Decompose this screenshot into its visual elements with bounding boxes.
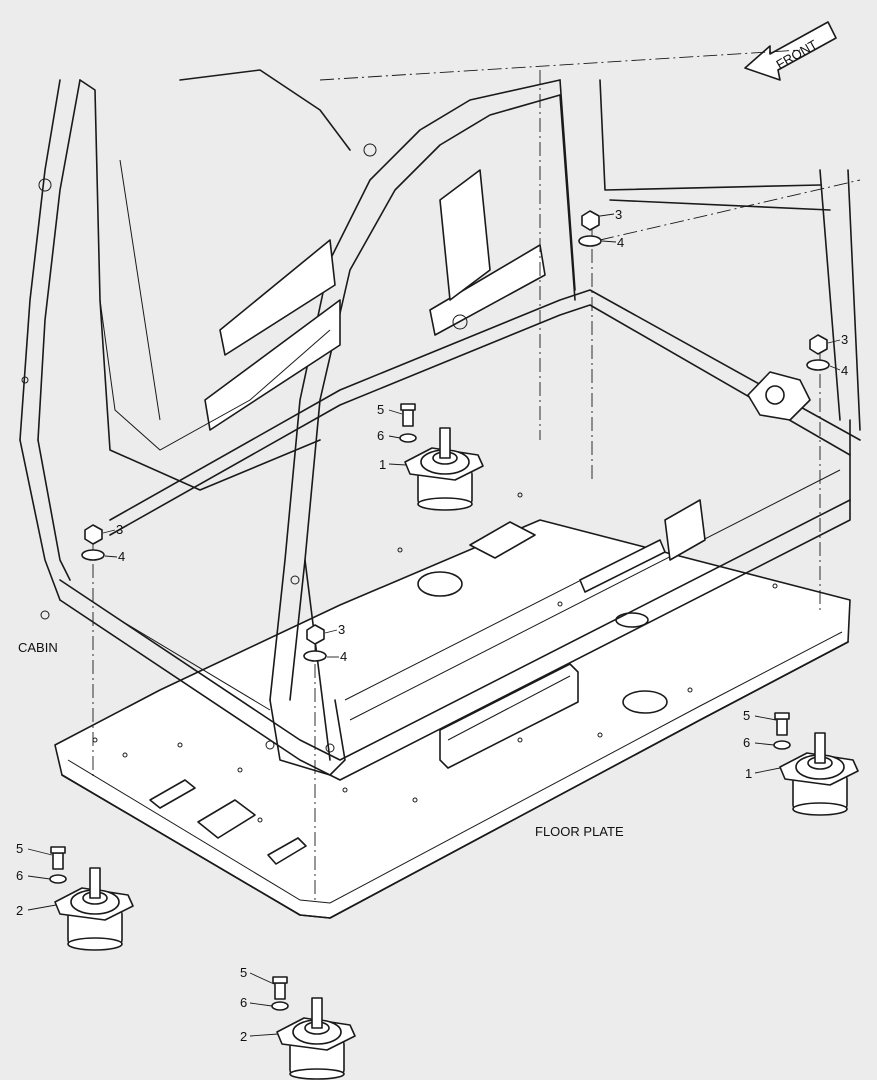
mount-right	[779, 732, 859, 816]
callout-3: 3	[841, 332, 848, 347]
leader-lines	[27, 213, 841, 1037]
callout-1: 1	[745, 766, 752, 781]
callout-4: 4	[841, 363, 848, 378]
callout-2: 2	[16, 903, 23, 918]
callout-6: 6	[377, 428, 384, 443]
cabin-frame	[19, 69, 861, 781]
callout-5: 5	[743, 708, 750, 723]
callout-5: 5	[16, 841, 23, 856]
cabin-label: CABIN	[18, 640, 58, 655]
callout-6: 6	[16, 868, 23, 883]
callout-5: 5	[377, 402, 384, 417]
nuts-washers-upper	[81, 210, 830, 662]
callout-3: 3	[116, 522, 123, 537]
callout-4: 4	[340, 649, 347, 664]
callout-6: 6	[240, 995, 247, 1010]
centerlines	[92, 49, 861, 900]
front-arrow: FRONT	[744, 21, 837, 81]
callout-3: 3	[615, 207, 622, 222]
callout-4: 4	[118, 549, 125, 564]
callout-2: 2	[240, 1029, 247, 1044]
mount-top-center	[404, 427, 484, 511]
mount-left	[54, 867, 134, 951]
floor-plate	[54, 492, 851, 919]
callout-5: 5	[240, 965, 247, 980]
callout-3: 3	[338, 622, 345, 637]
callout-4: 4	[617, 235, 624, 250]
floor-plate-label: FLOOR PLATE	[535, 824, 624, 839]
callout-1: 1	[379, 457, 386, 472]
callout-6: 6	[743, 735, 750, 750]
mount-bottom	[276, 997, 356, 1080]
